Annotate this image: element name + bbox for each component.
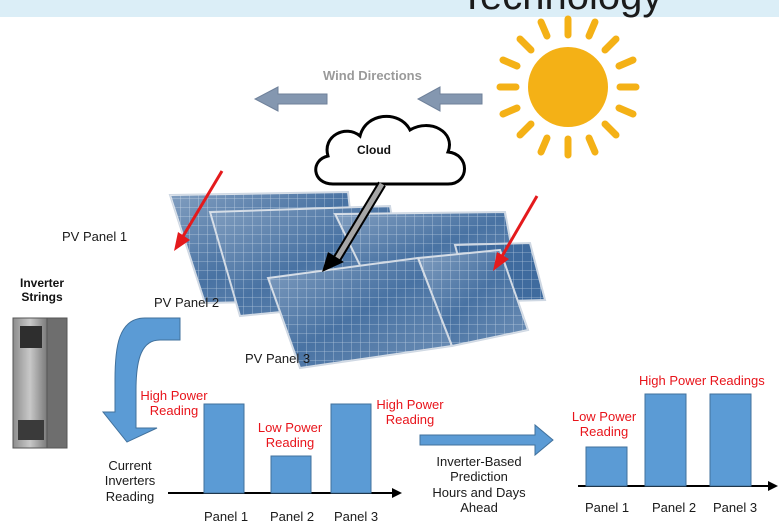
current-annotation-panel-3: High Power Reading xyxy=(376,397,444,428)
prediction-category-panel-3: Panel 3 xyxy=(712,500,758,515)
pv-panel-1-label: PV Panel 1 xyxy=(62,229,128,244)
sun-ray-arrow-left xyxy=(174,170,224,251)
current-category-panel-2: Panel 2 xyxy=(269,509,315,524)
pv-panel-3 xyxy=(266,248,530,370)
header-title: Technology xyxy=(460,0,662,19)
current-chart-bar-panel-1 xyxy=(203,403,245,494)
prediction-annotation-panels-2-3: High Power Readings xyxy=(639,373,765,388)
pv-panel-3-label: PV Panel 3 xyxy=(245,351,311,366)
pv-panel-2-label: PV Panel 2 xyxy=(154,295,220,310)
cloud-icon xyxy=(314,115,466,186)
prediction-annotation-panel-1: Low Power Reading xyxy=(571,409,637,440)
sun-icon xyxy=(496,15,640,159)
prediction-arrow xyxy=(419,423,554,457)
current-category-panel-1: Panel 1 xyxy=(203,509,249,524)
wind-directions-label: Wind Directions xyxy=(323,68,422,83)
sun-ray-arrow-right xyxy=(493,195,539,271)
prediction-chart-bar-panel-3 xyxy=(709,393,752,487)
prediction-category-panel-2: Panel 2 xyxy=(651,500,697,515)
current-chart-bar-panel-3 xyxy=(330,403,372,494)
current-annotation-panel-2: Low Power Reading xyxy=(257,420,323,451)
current-category-panel-3: Panel 3 xyxy=(333,509,379,524)
cloud-shadow-arrow xyxy=(322,181,386,272)
prediction-chart-bar-panel-1 xyxy=(585,446,628,487)
prediction-chart-bar-panel-2 xyxy=(644,393,687,487)
sun-disc xyxy=(528,47,608,127)
current-reading-label: Current Inverters Reading xyxy=(104,458,156,504)
current-annotation-panel-1: High Power Reading xyxy=(140,388,208,419)
wind-arrow-right xyxy=(416,86,483,112)
inverter-flow-arrow xyxy=(101,317,181,443)
prediction-category-panel-1: Panel 1 xyxy=(584,500,630,515)
inverter-strings-label: Inverter Strings xyxy=(19,276,65,305)
prediction-label: Inverter-Based Prediction Hours and Days… xyxy=(432,454,526,515)
header-banner xyxy=(0,0,779,17)
current-chart-bar-panel-2 xyxy=(270,455,312,494)
inverter-icon xyxy=(12,317,68,449)
wind-arrow-left xyxy=(253,86,328,112)
cloud-label: Cloud xyxy=(357,143,391,157)
